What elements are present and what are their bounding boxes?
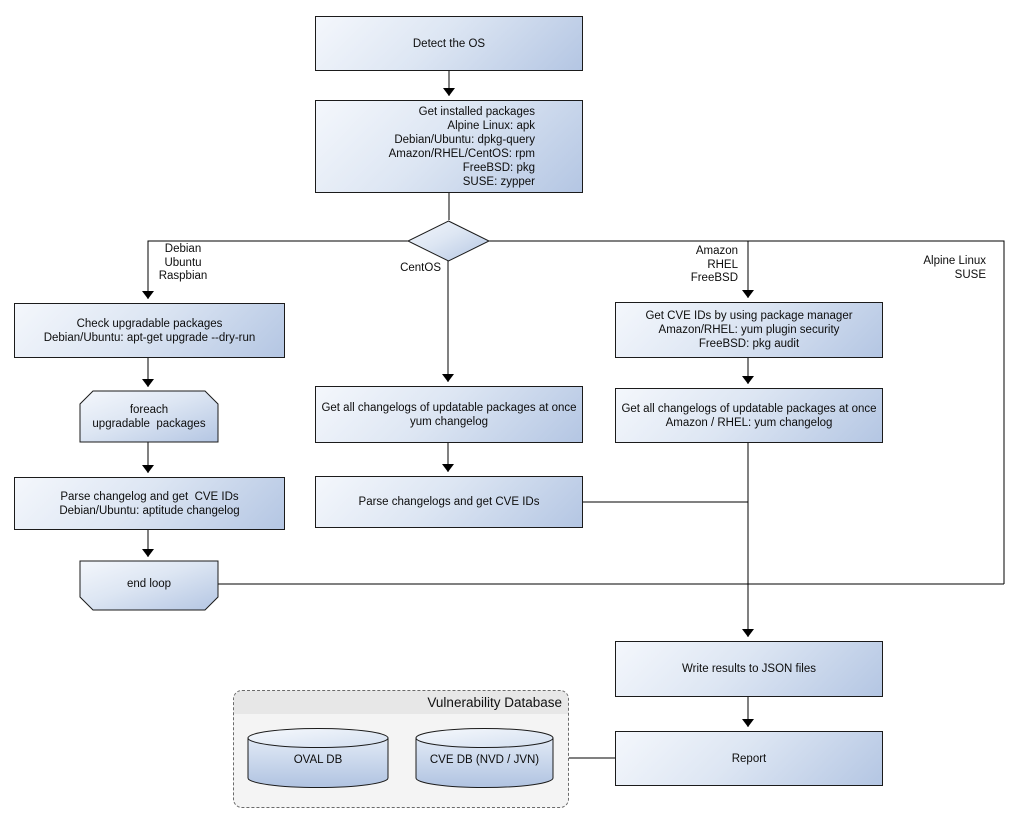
os-decision-diamond [406, 220, 491, 262]
node-parse-changelog-debian: Parse changelog and get CVE IDs Debian/U… [14, 477, 285, 530]
vulnerability-database-title: Vulnerability Database [427, 695, 562, 710]
foreach-loop-shape [79, 390, 219, 443]
node-write-results-json: Write results to JSON files [615, 641, 883, 697]
cve-db-label: CVE DB (NVD / JVN) [429, 754, 540, 766]
foreach-loop-label-box: foreach upgradable packages [80, 391, 218, 442]
edge-label-debian: Debian Ubuntu Raspbian [158, 243, 208, 282]
node-get-installed-packages-label: Get installed packages Alpine Linux: apk… [388, 105, 535, 188]
oval-db-label: OVAL DB [293, 754, 343, 766]
node-report-label: Report [731, 752, 767, 765]
node-report: Report [615, 731, 883, 786]
edge-label-centos: CentOS [400, 262, 441, 274]
oval-db-cylinder [247, 728, 389, 788]
node-check-upgradable-packages-label: Check upgradable packages Debian/Ubuntu:… [43, 317, 256, 344]
node-parse-changelogs-centos-label: Parse changelogs and get CVE IDs [358, 496, 540, 508]
connectors [142, 71, 1005, 759]
node-detect-os-label: Detect the OS [412, 37, 486, 50]
edge-label-amazon: Amazon RHEL FreeBSD [690, 245, 738, 284]
node-check-upgradable-packages: Check upgradable packages Debian/Ubuntu:… [14, 303, 285, 358]
node-detect-os: Detect the OS [315, 16, 583, 71]
edge-decision-to-alpine-branch [489, 240, 1005, 584]
node-get-cve-ids-package-manager: Get CVE IDs by using package manager Ama… [615, 302, 883, 358]
end-loop-label: end loop [126, 577, 172, 590]
node-get-installed-packages: Get installed packages Alpine Linux: apk… [315, 100, 583, 193]
node-parse-changelog-debian-label: Parse changelog and get CVE IDs Debian/U… [59, 490, 240, 517]
node-write-results-json-label: Write results to JSON files [682, 663, 816, 675]
oval-db-label-box: OVAL DB [253, 748, 383, 772]
node-get-changelogs-centos: Get all changelogs of updatable packages… [315, 386, 583, 443]
foreach-loop-label: foreach upgradable packages [92, 403, 206, 430]
node-get-changelogs-centos-label: Get all changelogs of updatable packages… [321, 401, 577, 428]
cve-db-label-box: CVE DB (NVD / JVN) [416, 748, 553, 772]
cve-db-cylinder [415, 728, 554, 788]
edge-decision-to-debian-branch [142, 240, 408, 299]
node-get-changelogs-amazon-label: Get all changelogs of updatable packages… [621, 402, 877, 429]
node-get-cve-ids-package-manager-label: Get CVE IDs by using package manager Ama… [645, 310, 853, 350]
end-loop-shape [79, 560, 219, 611]
end-loop-label-box: end loop [80, 561, 218, 606]
vulnerability-database-header: Vulnerability Database [234, 691, 568, 714]
node-get-changelogs-amazon: Get all changelogs of updatable packages… [615, 388, 883, 443]
edge-label-alpine: Alpine Linux SUSE [923, 255, 986, 281]
node-parse-changelogs-centos: Parse changelogs and get CVE IDs [315, 476, 583, 528]
